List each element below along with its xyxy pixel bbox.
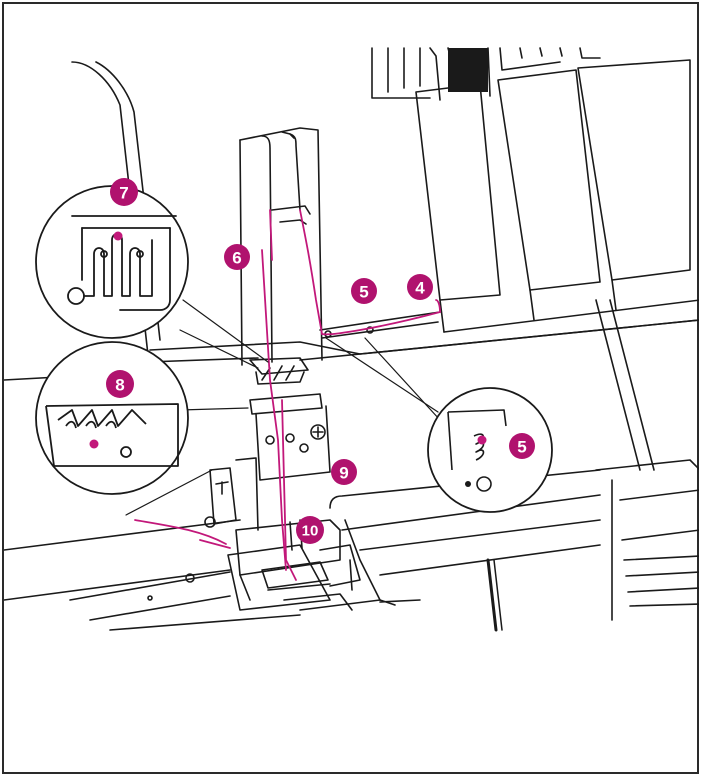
- callout-5a: 5: [351, 278, 377, 304]
- machine-base: [69, 571, 421, 631]
- spool-housing: [371, 47, 601, 101]
- upper-guide-bar: [319, 311, 441, 331]
- callout-4: 4: [407, 274, 433, 300]
- tension-plate-detail: [45, 403, 179, 467]
- leader-lines: [125, 299, 441, 516]
- support-rod: [595, 299, 641, 471]
- thread-path: [134, 209, 441, 581]
- callout-6-label: 6: [232, 249, 241, 268]
- thread-guide-column: [239, 127, 323, 366]
- callout-8: 8: [106, 370, 134, 398]
- callout-8-label: 8: [115, 376, 124, 395]
- callout-9-label: 9: [339, 464, 348, 483]
- callout-10: 10: [296, 516, 324, 544]
- callout-5a-label: 5: [359, 283, 368, 302]
- presser-foot-assembly: [204, 357, 396, 611]
- machine-arm-outline: [71, 61, 149, 356]
- callout-6: 6: [224, 244, 250, 270]
- thread-guide-panels: [299, 59, 699, 361]
- detail-circle-8: [35, 341, 189, 495]
- callout-4-label: 4: [415, 279, 425, 298]
- power-cord: [486, 558, 498, 632]
- callout-badges: 7 6 5 4 8 9 10 5: [106, 178, 535, 544]
- detail-circle-7: [35, 185, 189, 339]
- callout-10-label: 10: [302, 523, 319, 540]
- callout-7: 7: [110, 178, 138, 206]
- callout-9: 9: [331, 459, 357, 485]
- callout-5b: 5: [509, 433, 535, 459]
- callout-7-label: 7: [119, 184, 128, 203]
- right-housing: [595, 459, 699, 621]
- callout-5b-label: 5: [517, 438, 526, 457]
- detail-circle-5b: [427, 387, 553, 513]
